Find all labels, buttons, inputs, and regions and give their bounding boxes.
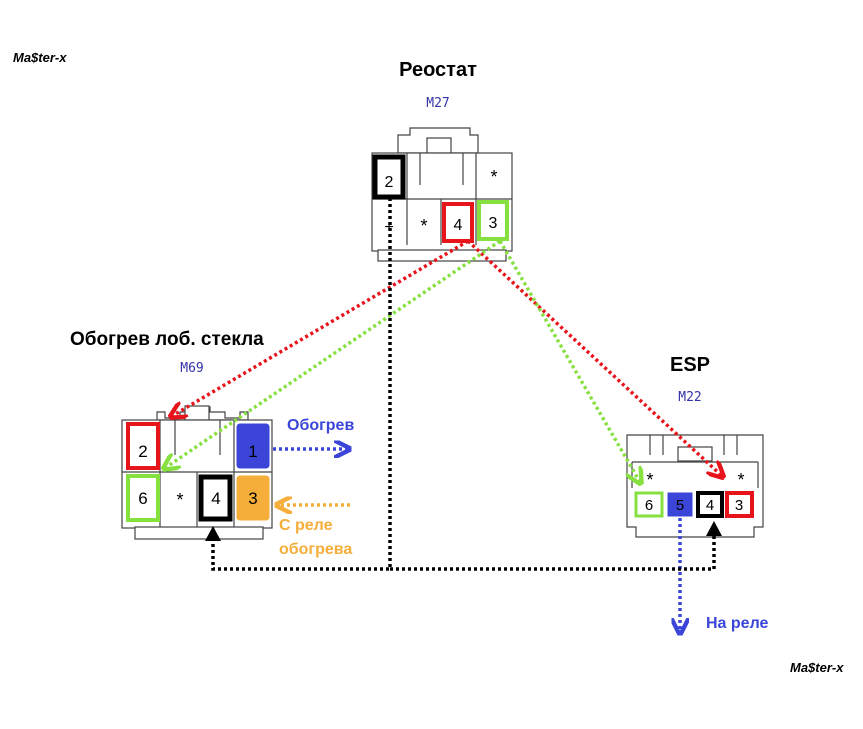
ground-arrow-heater xyxy=(205,526,221,541)
heater-pin-star: * xyxy=(176,490,183,510)
esp-pin-star-right: * xyxy=(737,470,744,490)
wire-red-rheostat-esp xyxy=(466,239,722,476)
heater-out-label: Обогрев xyxy=(287,417,354,434)
rheostat-pin-cross: + xyxy=(384,219,393,236)
watermark-bottom: Ma$ter-x xyxy=(790,660,844,675)
esp-pin-4-frame xyxy=(696,491,724,518)
heater-pin-3-frame xyxy=(236,475,270,521)
esp-pin-4: 4 xyxy=(706,497,714,514)
rheostat-pin-star-bottom: * xyxy=(420,216,427,236)
heater-pin-2: 2 xyxy=(138,442,147,461)
wire-green-rheostat-heater xyxy=(165,239,501,468)
wire-black-ground-esp xyxy=(390,528,716,571)
rheostat-pin-2-frame xyxy=(372,154,406,200)
heater-title: Обогрев лоб. стекла xyxy=(70,329,264,350)
heater-pin-4: 4 xyxy=(211,489,220,508)
heater-in-label-line2: обогрева xyxy=(279,541,352,558)
esp-pin-star-left: * xyxy=(646,470,653,490)
ground-arrow-esp xyxy=(706,521,722,536)
rheostat-pin-4: 4 xyxy=(454,217,463,234)
esp-pin-3: 3 xyxy=(735,497,743,514)
watermark-top: Ma$ter-x xyxy=(13,50,67,65)
rheostat-pin-3: 3 xyxy=(489,215,498,232)
esp-pin-5: 5 xyxy=(676,497,684,514)
heater-pin-4-frame xyxy=(198,474,233,522)
rheostat-pin-2: 2 xyxy=(385,174,394,191)
heater-in-label-line1: С реле xyxy=(279,517,333,534)
esp-pin-6-frame xyxy=(634,491,664,518)
esp-pin-5-frame xyxy=(667,492,693,517)
esp-out-label: На реле xyxy=(706,615,769,632)
esp-code: M22 xyxy=(678,390,701,405)
wire-green-rheostat-esp xyxy=(498,240,640,482)
rheostat-pin-4-frame xyxy=(442,202,474,243)
heater-pin-6: 6 xyxy=(138,489,147,508)
esp-title: ESP xyxy=(670,354,710,376)
heater-pin-6-frame xyxy=(126,474,160,522)
heater-pin-2-frame xyxy=(126,422,160,470)
heater-pin-3: 3 xyxy=(248,489,257,508)
rheostat-code: M27 xyxy=(426,96,449,111)
esp-pin-6: 6 xyxy=(645,497,653,514)
rheostat-pin-3-frame xyxy=(477,200,509,241)
esp-pin-3-frame xyxy=(725,491,754,518)
heater-pin-1: 1 xyxy=(248,442,257,461)
rheostat-title: Реостат xyxy=(399,59,477,81)
heater-pin-1-frame xyxy=(236,423,270,469)
heater-code: M69 xyxy=(180,361,203,376)
rheostat-pin-star-top: * xyxy=(490,167,497,187)
